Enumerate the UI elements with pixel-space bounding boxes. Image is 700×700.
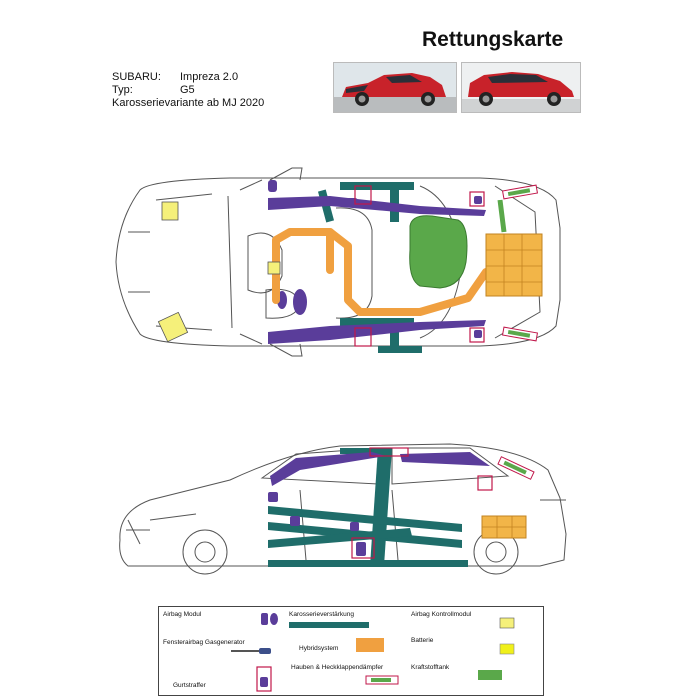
- top-view-fuel-tank: [409, 215, 468, 289]
- legend-fuel-tank-label: Kraftstofftank: [411, 664, 450, 671]
- legend-battery-label: Batterie: [411, 637, 434, 644]
- legend: Airbag Modul Karosserieverstärkung Airba…: [158, 606, 544, 696]
- type-value: G5: [180, 84, 195, 96]
- car-photo-rear: [461, 62, 581, 113]
- legend-hood-dampers-swatch: [365, 675, 399, 685]
- legend-window-airbag-label: Fensterairbag Gasgenerator: [163, 639, 245, 646]
- car-photo-front: [333, 62, 457, 113]
- legend-window-airbag-swatch: [231, 648, 271, 654]
- legend-control-module-swatch: [499, 617, 515, 629]
- manufacturer-label: SUBARU:: [112, 71, 161, 83]
- legend-belt-tensioner-label: Gurtstraffer: [173, 682, 206, 689]
- legend-hood-dampers-label: Hauben & Heckklappendämpfer: [291, 664, 384, 671]
- type-label: Typ:: [112, 84, 133, 96]
- top-view-control-modules: [157, 201, 281, 343]
- legend-battery-swatch: [499, 643, 515, 655]
- body-variant-label: Karosserievariante ab MJ 2020: [112, 97, 265, 109]
- top-view-belt-tensioners: [354, 185, 485, 347]
- side-view-airbags: [268, 452, 490, 556]
- page-title: Rettungskarte: [422, 28, 564, 51]
- legend-hybrid-system-label: Hybridsystem: [299, 645, 339, 652]
- legend-airbag-module-label: Airbag Modul: [163, 611, 202, 618]
- top-view-hood-dampers: [501, 184, 539, 342]
- top-view-battery: [485, 199, 543, 297]
- legend-belt-tensioner-swatch: [256, 666, 272, 692]
- legend-fuel-tank-swatch: [478, 670, 502, 680]
- side-view-hood-damper: [497, 456, 535, 480]
- side-view-belt-tensioners: [351, 447, 493, 559]
- legend-hybrid-system-swatch: [356, 638, 384, 652]
- legend-body-reinforcement-label: Karosserieverstärkung: [289, 611, 355, 618]
- side-view-battery: [481, 515, 527, 539]
- legend-airbag-module-swatch: [261, 613, 278, 625]
- top-view-hybrid-system: [272, 228, 490, 316]
- legend-control-module-label: Airbag Kontrollmodul: [411, 611, 472, 618]
- legend-body-reinforcement-swatch: [289, 622, 369, 628]
- model-value: Impreza 2.0: [180, 71, 239, 83]
- side-view-reinforcements: [268, 448, 468, 567]
